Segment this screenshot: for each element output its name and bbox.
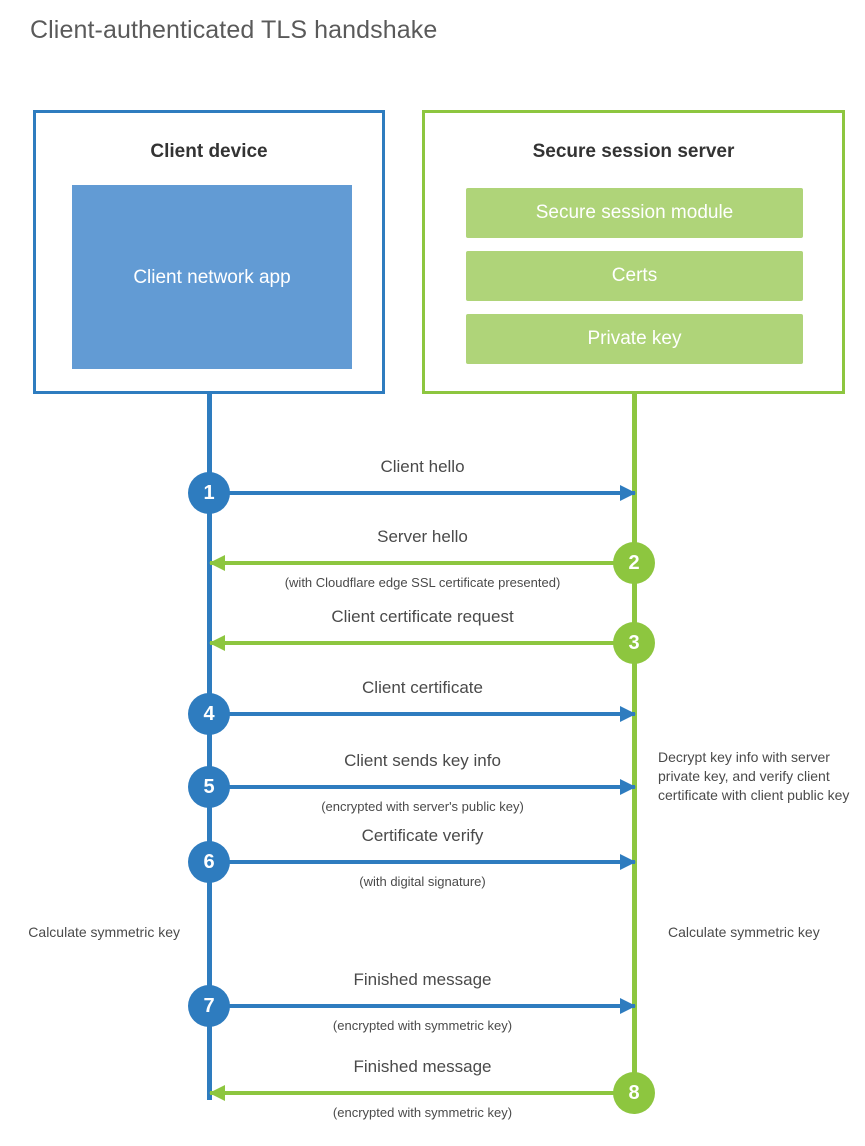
message-label: Client certificate (362, 678, 483, 697)
arrow-head-icon (620, 779, 636, 795)
server-component-label: Private key (587, 328, 682, 349)
server-component-certs: Certs (466, 251, 803, 301)
message-arrow-line (210, 641, 635, 645)
step-badge-2[interactable]: 2 (613, 542, 655, 584)
secure-session-server-box: Secure session server Secure session mod… (422, 110, 845, 394)
note-calculate-symmetric-key-server: Calculate symmetric key (668, 924, 820, 940)
message-label: Client hello (380, 457, 465, 476)
server-component-label: Certs (611, 265, 658, 286)
step-badge-6[interactable]: 6 (188, 841, 230, 883)
message-label: Client sends key info (344, 751, 501, 770)
message-arrow-line (210, 785, 635, 789)
arrow-head-icon (620, 854, 636, 870)
arrow-head-icon (620, 485, 636, 501)
arrow-head-icon (620, 706, 636, 722)
arrow-head-icon (209, 555, 225, 571)
message-label: Client certificate request (331, 607, 514, 626)
message-sublabel: (encrypted with symmetric key) (332, 1105, 513, 1120)
arrow-head-icon (209, 1085, 225, 1101)
step-badge-8[interactable]: 8 (613, 1072, 655, 1114)
arrow-head-icon (209, 635, 225, 651)
step-badge-5[interactable]: 5 (188, 766, 230, 808)
message-arrow-line (210, 1091, 635, 1095)
message-arrow-line (210, 712, 635, 716)
client-device-title: Client device (150, 141, 268, 162)
client-lifeline (207, 394, 212, 1100)
message-sublabel: (with Cloudflare edge SSL certificate pr… (284, 575, 561, 590)
step-badge-3[interactable]: 3 (613, 622, 655, 664)
message-sublabel: (encrypted with server's public key) (321, 799, 524, 814)
message-sublabel: (encrypted with symmetric key) (332, 1018, 513, 1033)
note-calculate-symmetric-key-client: Calculate symmetric key (28, 924, 180, 940)
server-component-secure-session-module: Secure session module (466, 188, 803, 238)
message-sublabel: (with digital signature) (359, 874, 486, 889)
client-device-box: Client device Client network app (33, 110, 385, 394)
message-label: Finished message (353, 970, 492, 989)
page-title: Client-authenticated TLS handshake (30, 16, 438, 44)
message-arrow-line (210, 1004, 635, 1008)
message-label: Server hello (377, 527, 468, 546)
secure-session-server-title: Secure session server (532, 141, 735, 162)
server-component-private-key: Private key (466, 314, 803, 364)
step-badge-1[interactable]: 1 (188, 472, 230, 514)
step-badge-7[interactable]: 7 (188, 985, 230, 1027)
server-component-label: Secure session module (535, 202, 734, 223)
message-label: Certificate verify (361, 826, 484, 845)
arrow-head-icon (620, 998, 636, 1014)
message-arrow-line (210, 491, 635, 495)
step-badge-4[interactable]: 4 (188, 693, 230, 735)
client-network-app-label: Client network app (133, 266, 291, 288)
message-label: Finished message (353, 1057, 492, 1076)
note-decrypt-key-info: Decrypt key info with server private key… (658, 749, 850, 803)
message-arrow-line (210, 561, 635, 565)
message-arrow-line (210, 860, 635, 864)
client-network-app-block: Client network app (72, 185, 352, 369)
server-lifeline (632, 394, 637, 1093)
